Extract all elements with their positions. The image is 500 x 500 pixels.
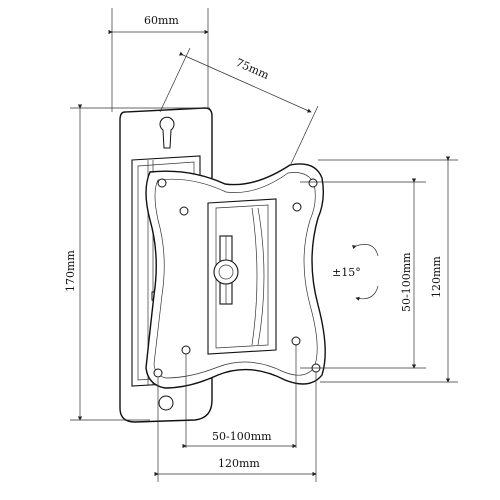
hinge-knob [213, 259, 239, 285]
vesa-hole-1 [157, 178, 167, 188]
label-right-inner: 50-100mm [400, 252, 413, 312]
vesa-hole-2 [179, 206, 189, 216]
dimension-left-height [70, 104, 210, 421]
hinge-block [207, 198, 277, 355]
label-bottom-outer: 120mm [218, 457, 260, 470]
vesa-hole-3 [292, 202, 302, 212]
keyhole-bottom [158, 395, 174, 411]
vesa-hole-4 [308, 178, 318, 188]
dimension-right-inner [300, 178, 426, 369]
vesa-hole-6 [291, 336, 301, 346]
label-rotation: ±15° [332, 266, 361, 279]
vesa-hole-7 [153, 368, 163, 378]
label-diagonal: 75mm [234, 56, 272, 82]
label-right-outer: 120mm [430, 256, 443, 298]
label-left-height: 170mm [64, 250, 77, 292]
dimension-diagonal [159, 47, 319, 167]
label-bottom-inner: 50-100mm [212, 430, 272, 443]
label-top-width: 60mm [144, 14, 179, 27]
keyhole-top [159, 116, 175, 149]
dimension-right-outer [318, 156, 458, 383]
rotation-arrows [352, 244, 379, 301]
vesa-hole-5 [181, 345, 191, 355]
dimension-bottom-inner [182, 344, 297, 449]
dimension-bottom-outer [154, 372, 317, 482]
